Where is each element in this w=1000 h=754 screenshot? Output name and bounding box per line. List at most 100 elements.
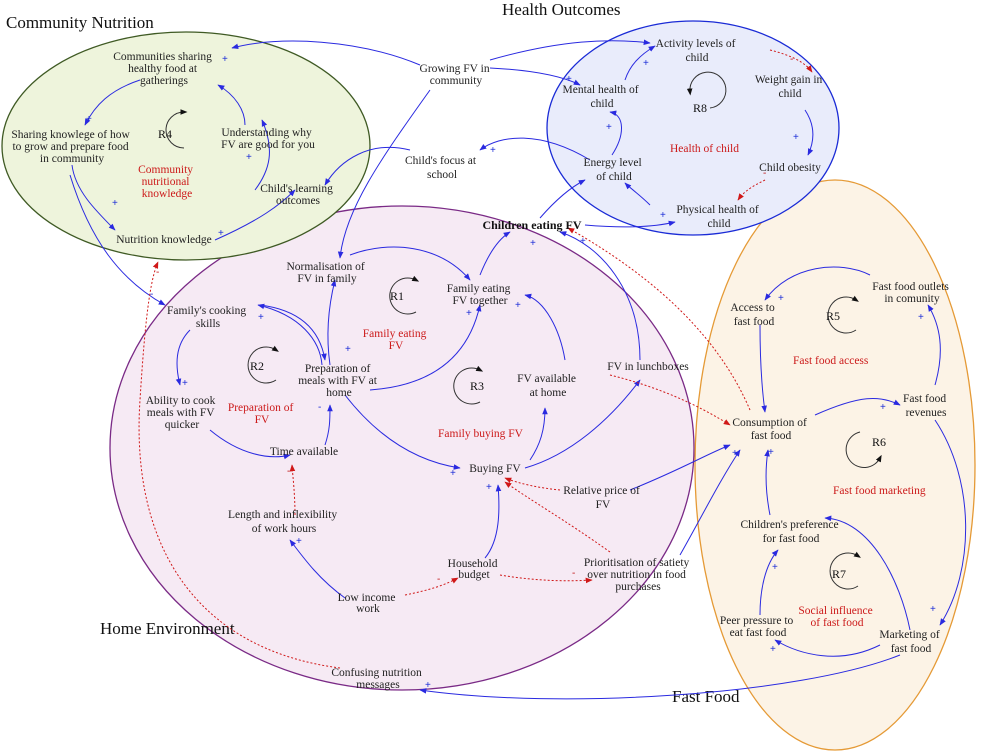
var-confusing-messages: Confusing nutrition messages [331, 667, 424, 691]
var-communities-sharing: Communities sharing healthy food at gath… [113, 51, 215, 87]
var-family-eating-fv: Family eating FV together [447, 283, 513, 307]
polarity-signs: + + + + + - + + + + + + - - + + + - + + … [86, 54, 936, 691]
loop-r4-name: Community nutritional knowledge [138, 164, 196, 200]
svg-text:+: + [643, 58, 649, 69]
loop-r7-id: R7 [832, 567, 846, 581]
svg-text:+: + [580, 236, 586, 247]
var-access-fast-food: Access to fast food [730, 302, 777, 328]
svg-text:-: - [150, 289, 153, 300]
svg-text:+: + [918, 312, 924, 323]
loop-symbols [165, 71, 882, 590]
svg-text:+: + [770, 644, 776, 655]
region-fast-food [694, 179, 976, 751]
region-community-nutrition [1, 31, 371, 261]
svg-text:+: + [258, 312, 264, 323]
var-sharing-knowledge: Sharing knowlege of how to grow and prep… [11, 129, 132, 165]
var-family-cooking: Family's cooking skills [167, 305, 249, 330]
svg-text:+: + [530, 238, 536, 249]
svg-text:+: + [296, 536, 302, 547]
loop-r1-id: R1 [390, 289, 404, 303]
var-marketing-fast-food: Marketing of fast food [879, 629, 942, 655]
var-childrens-preference: Children's preference for fast food [740, 519, 841, 545]
svg-text:+: + [112, 198, 118, 209]
var-fast-food-revenues: Fast food revenues [903, 393, 949, 419]
region-title-health: Health Outcomes [502, 0, 621, 19]
svg-text:+: + [660, 210, 666, 221]
loop-r8-id: R8 [693, 101, 707, 115]
var-physical-health: Physical health of child [676, 204, 761, 230]
loop-r4-symbol [165, 109, 188, 149]
loop-r2-id: R2 [250, 359, 264, 373]
var-consumption-fast-food: Consumption of fast food [732, 417, 809, 442]
var-fv-available: FV available at home [517, 373, 579, 399]
var-childs-learning: Child's learning outcomes [260, 183, 336, 207]
var-ability-cook: Ability to cook meals with FV quicker [146, 395, 219, 431]
loop-r1-symbol [389, 275, 420, 315]
region-title-fastfood: Fast Food [672, 687, 740, 706]
loop-r8-symbol [686, 71, 727, 109]
var-mental-health: Mental health of child [563, 84, 642, 110]
svg-text:+: + [486, 482, 492, 493]
var-fast-food-outlets: Fast food outlets in comunity [872, 281, 952, 305]
svg-text:+: + [880, 402, 886, 413]
loop-r8-name: Health of child [670, 143, 739, 155]
var-preparation-meals: Preparation of meals with FV at home [298, 363, 380, 399]
svg-text:+: + [466, 308, 472, 319]
loop-r3-name: Family buying FV [438, 428, 524, 440]
svg-text:+: + [515, 300, 521, 311]
loop-r6-symbol [845, 431, 882, 468]
loop-r3-symbol [453, 365, 484, 405]
region-title-home: Home Environment [100, 619, 235, 638]
loop-r1-name: Family eating FV [363, 328, 429, 352]
svg-text:+: + [246, 152, 252, 163]
region-health-outcomes [546, 20, 840, 236]
variables: Communities sharing healthy food at gath… [11, 38, 952, 691]
var-buying-fv: Buying FV [469, 463, 521, 475]
loop-r6-name: Fast food marketing [833, 485, 926, 497]
var-fv-lunchboxes: FV in lunchboxes [607, 361, 689, 373]
var-children-eating-fv: Children eating FV [482, 218, 581, 232]
svg-text:+: + [222, 54, 228, 65]
svg-text:+: + [606, 122, 612, 133]
var-relative-price: Relative price of FV [563, 485, 643, 511]
var-length-work: Length and inflexibility of work hours [228, 509, 340, 535]
negative-links [138, 49, 813, 669]
region-title-community: Community Nutrition [6, 13, 154, 32]
var-normalisation-fv: Normalisation of FV in family [286, 261, 367, 285]
var-low-income: Low income work [338, 592, 399, 615]
svg-text:+: + [930, 604, 936, 615]
loop-r7-symbol [829, 551, 861, 590]
var-child-obesity: Child obesity [759, 162, 821, 174]
var-nutrition-knowledge: Nutrition knowledge [116, 234, 212, 246]
svg-text:+: + [768, 447, 774, 458]
svg-text:+: + [450, 468, 456, 479]
svg-text:+: + [566, 74, 572, 85]
svg-text:-: - [572, 568, 575, 579]
svg-text:+: + [793, 132, 799, 143]
svg-text:+: + [86, 114, 92, 125]
positive-links [69, 39, 967, 700]
var-energy-level: Energy level of child [583, 157, 644, 183]
loop-r5-symbol [827, 295, 859, 334]
var-growing-fv: Growing FV in community [420, 63, 493, 87]
loop-r5-id: R5 [826, 309, 840, 323]
var-activity-levels: Activity levels of child [656, 38, 739, 64]
loop-r6-id: R6 [872, 435, 886, 449]
var-prioritisation: Prioritisation of satiety over nutrition… [584, 557, 692, 593]
svg-text:+: + [778, 293, 784, 304]
svg-text:-: - [287, 466, 290, 477]
var-childs-focus: Child's focus at school [405, 155, 479, 181]
svg-text:-: - [763, 168, 766, 179]
svg-text:+: + [425, 680, 431, 691]
var-weight-gain: Weight gain in child [755, 74, 825, 100]
svg-text:-: - [318, 402, 321, 413]
svg-text:-: - [156, 267, 159, 278]
var-understanding-fv: Understanding why FV are good for you [221, 127, 315, 151]
loop-r4-id: R4 [158, 127, 172, 141]
loop-r5-name: Fast food access [793, 355, 869, 367]
var-time-available: Time available [270, 446, 338, 458]
svg-text:+: + [218, 228, 224, 239]
region-home-environment [109, 205, 695, 691]
loop-r7-name: Social influence of fast food [798, 605, 875, 629]
